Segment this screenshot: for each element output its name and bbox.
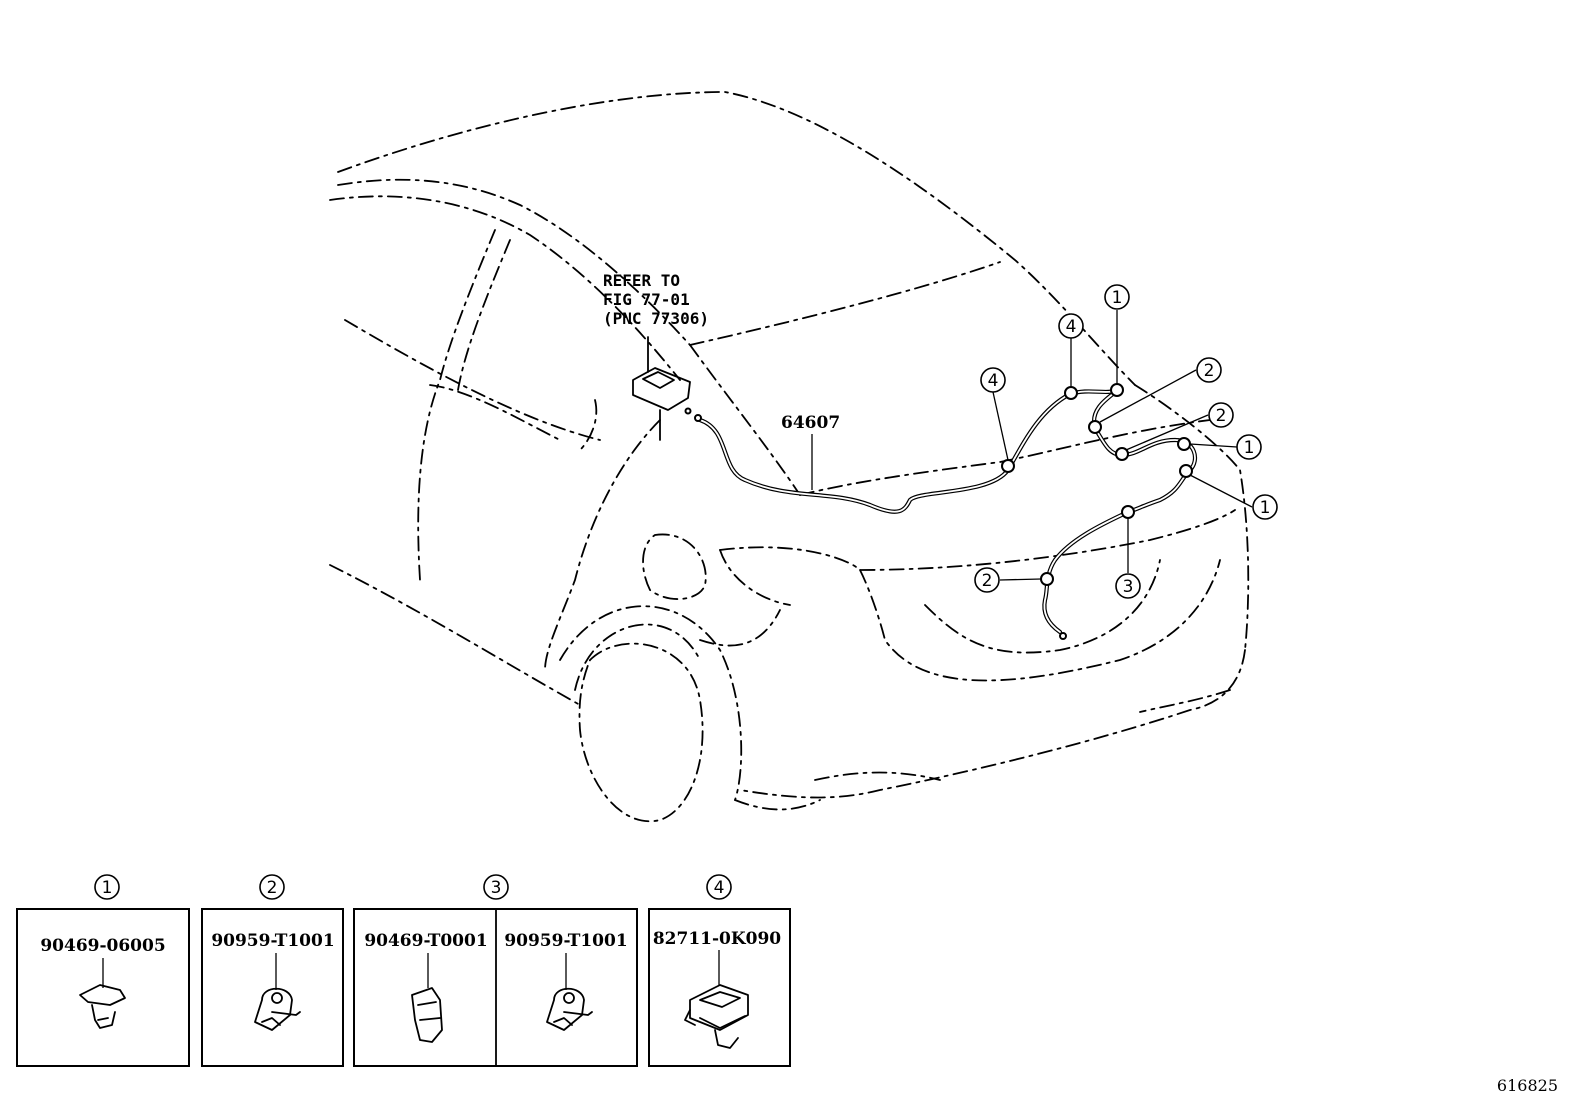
diagram-callouts: 4 4 1 2 2 1 1 3 — [974, 284, 1278, 599]
callout-2-b: 2 — [1208, 402, 1234, 428]
legend-item-1: 1 90469-06005 — [16, 874, 190, 1067]
callout-3-a: 3 — [1115, 573, 1141, 599]
car-body-outline — [329, 91, 1250, 823]
svg-text:2: 2 — [982, 571, 993, 591]
svg-text:2: 2 — [267, 878, 278, 898]
svg-text:3: 3 — [1123, 577, 1134, 597]
svg-text:1: 1 — [1244, 438, 1255, 458]
clip-90959-T1001-icon — [254, 987, 301, 1031]
reference-note-line1: REFER TO — [603, 271, 680, 290]
callout-4-a: 4 — [980, 367, 1006, 393]
legend-2-part-number: 90959-T1001 — [211, 931, 334, 951]
svg-text:2: 2 — [1216, 406, 1227, 426]
reference-component — [632, 336, 692, 441]
svg-text:4: 4 — [988, 371, 999, 391]
svg-text:4: 4 — [1066, 317, 1077, 337]
clip-90469-T0001-icon — [411, 987, 443, 1043]
legend-1-part-number: 90469-06005 — [40, 936, 165, 956]
svg-text:1: 1 — [102, 878, 113, 898]
svg-text:1: 1 — [1260, 498, 1271, 518]
reference-note-line2: FIG 77-01 — [603, 290, 690, 309]
legend-4-part-number: 82711-0K090 — [653, 929, 781, 949]
figure-id: 616825 — [1497, 1076, 1558, 1095]
clip-90469-06005-icon — [79, 984, 126, 1029]
clip-82711-0K090-icon — [684, 984, 749, 1049]
leader-lines — [811, 310, 1253, 581]
callout-1-b: 1 — [1236, 434, 1262, 460]
harness-clip-points — [1001, 383, 1193, 586]
svg-text:3: 3 — [491, 878, 502, 898]
callout-2-c: 2 — [974, 567, 1000, 593]
legend: 1 90469-06005 2 90959-T1001 — [16, 874, 791, 1067]
legend-item-3: 3 90469-T0001 90959-T1001 — [353, 874, 638, 1067]
legend-3-part-number-b: 90959-T1001 — [504, 931, 627, 951]
legend-item-2: 2 90959-T1001 — [201, 874, 344, 1067]
reference-note-line3: (PNC 77306) — [603, 309, 709, 328]
callout-2-a: 2 — [1196, 357, 1222, 383]
svg-text:4: 4 — [714, 878, 725, 898]
legend-item-4: 4 82711-0K090 — [648, 874, 791, 1067]
legend-3-part-number-a: 90469-T0001 — [364, 931, 487, 951]
svg-text:1: 1 — [1112, 288, 1123, 308]
part-number-64607: 64607 — [781, 413, 840, 433]
callout-4-b: 4 — [1058, 313, 1084, 339]
clip-90959-T1001-b-icon — [546, 987, 593, 1031]
wire-harness-64607 — [694, 387, 1198, 640]
callout-1-a: 1 — [1104, 284, 1130, 310]
callout-1-c: 1 — [1252, 494, 1278, 520]
svg-text:2: 2 — [1204, 361, 1215, 381]
